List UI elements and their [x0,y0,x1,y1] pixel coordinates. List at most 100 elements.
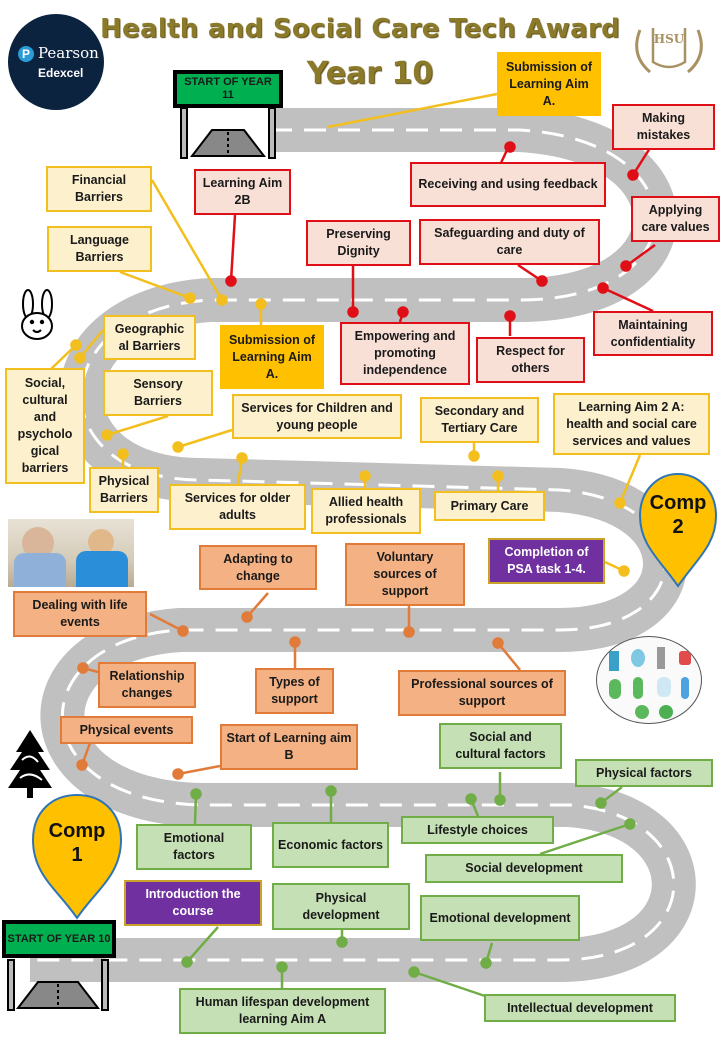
connector-dot [408,966,420,978]
page-subtitle: Year 10 [306,56,434,91]
connector-dot [101,429,113,441]
connector-professional [497,642,521,671]
connector-dot [236,452,248,464]
connector-dot [620,260,632,272]
connector-dot [190,788,202,800]
types-support-box: Types of support [255,668,334,714]
emotional-factors-box: Emotional factors [136,824,252,870]
professional-support-box: Professional sources of support [398,670,566,716]
connector-dot [614,497,626,509]
sign-year-11-structure [180,107,276,159]
human-lifespan-box: Human lifespan development learning Aim … [179,988,386,1034]
connector-aim-2b [229,214,237,282]
language-barriers-box: Language Barriers [47,226,152,272]
connector-dot [172,768,184,780]
connector-dot [465,793,477,805]
submission-aim-a-top-box: Submission of Learning Aim A. [497,52,601,116]
respect-others-box: Respect for others [476,337,585,383]
connector-dot [468,450,480,462]
social-development-box: Social development [425,854,623,883]
sensory-barriers-box: Sensory Barriers [103,370,213,416]
connectors-yellow [49,92,642,577]
completion-psa-box: Completion of PSA task 1-4. [488,538,605,584]
social-cultural-factors-box: Social and cultural factors [439,723,562,769]
financial-barriers-box: Financial Barriers [46,166,152,212]
comp1-pin-shape [31,793,123,920]
connector-dot [597,282,609,294]
connector-dot [595,797,607,809]
connector-social-development [539,822,631,856]
making-mistakes-box: Making mistakes [612,104,715,150]
medical-icons-image [596,636,702,724]
comp2-pin-shape [638,472,718,588]
connector-dot [492,637,504,649]
connector-introduction [186,926,219,963]
pin-label: Comp [649,492,707,514]
connector-start-aim-b [177,764,221,776]
physical-factors-box: Physical factors [575,759,713,787]
services-children-box: Services for Children and young people [232,394,402,439]
tree-icon [8,730,52,798]
secondary-tertiary-box: Secondary and Tertiary Care [420,397,539,443]
connector-aim-2a [618,454,642,504]
connector-dot [347,306,359,318]
connectors-red [225,141,656,336]
connector-dot [494,794,506,806]
connector-dot [504,310,516,322]
connectors-green [181,772,636,998]
services-older-adults-box: Services for older adults [169,484,306,530]
learning-aim-2a-box: Learning Aim 2 A: health and social care… [553,393,710,455]
comp2-pin: Comp 2 [640,490,716,546]
allied-health-box: Allied health professionals [311,488,421,534]
connector-financial [150,179,224,301]
empowering-box: Empowering and promoting independence [340,322,470,385]
connector-dot [255,298,267,310]
connector-social-cultural [49,344,77,371]
connector-dot [504,141,516,153]
connector-dot [177,625,189,637]
connector-dot [618,565,630,577]
edexcel-label: Edexcel [38,66,84,80]
sign-label: START OF YEAR 11 [177,74,279,104]
connector-dot [492,470,504,482]
connector-dealing [149,612,184,633]
safeguarding-box: Safeguarding and duty of care [419,219,600,265]
connector-dot [225,275,237,287]
connector-dot [184,292,196,304]
connector-confidentiality [602,286,654,313]
pearson-label: Pearson [38,44,99,62]
connector-dot [336,936,348,948]
geographical-barriers-box: Geographic al Barriers [103,315,196,360]
connectors-orange [76,592,521,780]
connector-intellectual [413,970,486,998]
connector-dot [289,636,301,648]
connector-dot [181,956,193,968]
connector-applying-care [625,243,656,268]
connector-dot [624,818,636,830]
school-monogram: HSU [653,32,685,46]
dealing-life-events-box: Dealing with life events [13,591,147,637]
connector-dot [480,957,492,969]
physical-development-box: Physical development [272,883,410,930]
connector-sensory [106,414,169,437]
physical-barriers-box: Physical Barriers [89,467,159,513]
connector-dot [216,294,228,306]
pin-number: 2 [672,516,684,538]
intellectual-development-box: Intellectual development [484,994,676,1022]
start-aim-b-box: Start of Learning aim B [220,724,358,770]
learning-aim-2b-box: Learning Aim 2B [194,169,291,215]
lifestyle-choices-box: Lifestyle choices [401,816,554,844]
connector-dot [76,759,88,771]
applying-care-values-box: Applying care values [631,196,720,242]
connector-dot [397,306,409,318]
pin-number: 1 [71,844,83,866]
connector-dot [74,352,86,364]
page-title: Health and Social Care Tech Award [99,14,621,44]
connector-dot [70,339,82,351]
maintaining-confidentiality-box: Maintaining confidentiality [593,311,713,356]
pin-label: Comp [48,820,106,842]
school-logo: HSU [628,10,708,78]
pearson-edexcel-logo: P Pearson Edexcel [8,14,104,110]
adapting-change-box: Adapting to change [199,545,317,590]
emotional-development-box: Emotional development [420,895,580,941]
